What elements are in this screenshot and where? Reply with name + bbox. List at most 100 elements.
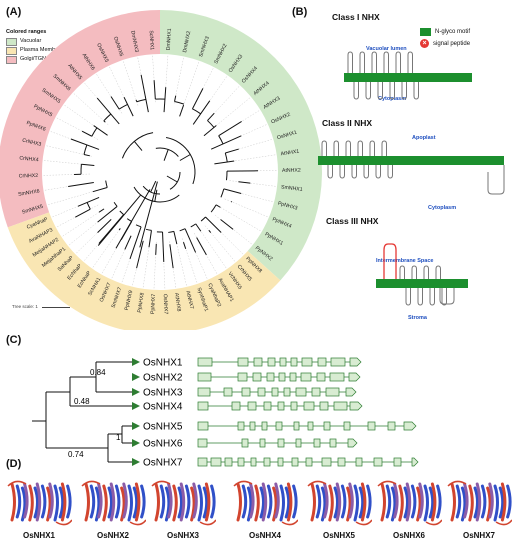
tree-branch: [98, 208, 105, 213]
protein-helix: [410, 484, 417, 519]
gene-node-arrow: [132, 373, 140, 381]
tree-branch: [220, 219, 234, 230]
gene-name: OsNHX5: [143, 422, 183, 433]
protein-helix: [23, 482, 29, 519]
tree-guide-line: [224, 198, 270, 218]
tree-guide-line: [183, 60, 200, 107]
gene-exon: [319, 401, 329, 411]
protein-helix: [259, 486, 265, 519]
tree-guide-line: [173, 56, 185, 104]
plasma-membrane-sector: [7, 212, 281, 330]
protein-helix: [279, 484, 285, 522]
gene-exon: [237, 357, 249, 367]
tree-branch: [218, 135, 224, 145]
protein-label: OsNHX2: [96, 531, 129, 540]
tree-branch: [121, 132, 154, 159]
protein-helix: [192, 482, 198, 519]
tree-branch: [210, 204, 217, 213]
tree-branch: [103, 113, 112, 122]
protein-helix: [498, 486, 505, 519]
gene-exon: [263, 457, 271, 467]
tree-branch: [174, 100, 185, 105]
tree-guide-line: [75, 220, 110, 255]
tree-branch: [118, 103, 128, 110]
tree-tip-label: SmNHX1: [281, 184, 303, 193]
tree-branch: [179, 228, 186, 232]
gene-tree-branches: [32, 361, 132, 463]
protein-structure-osnhx7: [447, 480, 512, 526]
protein-loop: [81, 480, 146, 526]
protein-helix: [35, 482, 42, 522]
tree-guide-line: [204, 225, 236, 263]
tree-guide-line: [101, 232, 126, 275]
tree-branch: [162, 231, 165, 262]
protein-helix: [102, 484, 108, 522]
tree-branch: [196, 237, 207, 256]
tree-guide-line: [72, 92, 109, 126]
protein-loop: [151, 480, 216, 526]
gene-node-arrow: [132, 388, 140, 396]
protein-helix: [132, 486, 139, 519]
signal-peptide-icon: ×: [420, 39, 429, 48]
protein-helix: [284, 486, 291, 519]
tree-branch: [70, 138, 100, 150]
gene-exon: [237, 457, 245, 467]
protein-helix: [333, 486, 339, 519]
protein-helix: [249, 482, 255, 519]
protein-helix: [15, 484, 22, 519]
class3-bottom-compartment: Stroma: [408, 315, 427, 321]
protein-structure-osnhx5: [307, 480, 372, 526]
gene-exon: [237, 372, 248, 382]
tree-tip-label: PpNHX8: [137, 292, 146, 313]
tree-branch: [81, 130, 93, 137]
tree-guide-line: [213, 96, 252, 128]
class1-top-compartment: Vacuolar lumen: [366, 46, 407, 52]
protein-helix: [348, 482, 354, 519]
gene-exon: [330, 357, 346, 367]
gene-structure-figure: OsNHX1OsNHX2OsNHX3OsNHX4OsNHX5OsNHX6OsNH…: [32, 357, 419, 469]
tree-branch: [224, 152, 228, 163]
tree-branch: [97, 218, 112, 233]
gene-exon: [291, 457, 299, 467]
tree-tip-label: AtNHX2: [282, 168, 301, 174]
protein-helix: [177, 486, 183, 519]
tree-branch: [163, 149, 169, 161]
tree-guide-line: [194, 232, 218, 276]
tree-guide-line: [95, 72, 123, 114]
tree-guide-line: [175, 240, 188, 287]
tree-branch: [136, 98, 146, 103]
gene-exon: [305, 457, 313, 467]
protein-helix: [418, 482, 424, 519]
gene-exon: [289, 372, 297, 382]
tree-guide-line: [199, 75, 228, 115]
gene-node-arrow: [132, 422, 140, 430]
gene-exon: [301, 357, 313, 367]
class1-title: Class I NHX: [332, 12, 380, 22]
gene-exon: [329, 438, 337, 448]
tree-tip-label: CrNHX2: [19, 173, 39, 180]
protein-helix: [274, 482, 280, 519]
tree-branch: [166, 175, 178, 183]
tree-guide-line: [63, 104, 103, 133]
tree-tip-label: DmNHX1: [166, 28, 173, 50]
gene-exon: [293, 421, 300, 431]
protein-helix: [10, 482, 16, 522]
legend-n-glyco: N-glyco motif: [420, 28, 470, 36]
gene-rows: OsNHX1OsNHX2OsNHX3OsNHX4OsNHX5OsNHX6OsNH…: [132, 357, 419, 469]
gene-exon: [303, 401, 315, 411]
tree-guide-line: [207, 85, 241, 121]
tree-tip-label: OsNHX7: [162, 294, 169, 315]
protein-helix: [403, 486, 409, 519]
gene-node-arrow: [132, 358, 140, 366]
protein-helix: [488, 482, 494, 519]
protein-label: OsNHX4: [248, 531, 281, 540]
tree-guide-line: [51, 198, 96, 218]
gene-exon: [210, 457, 222, 467]
protein-helix: [159, 484, 166, 519]
tree-tip-label: CrNHX4: [19, 155, 39, 163]
tree-branch: [192, 100, 211, 125]
tree-branch: [119, 210, 124, 215]
gene-exon: [261, 421, 268, 431]
protein-helix: [450, 482, 456, 522]
tree-branch: [83, 153, 90, 157]
